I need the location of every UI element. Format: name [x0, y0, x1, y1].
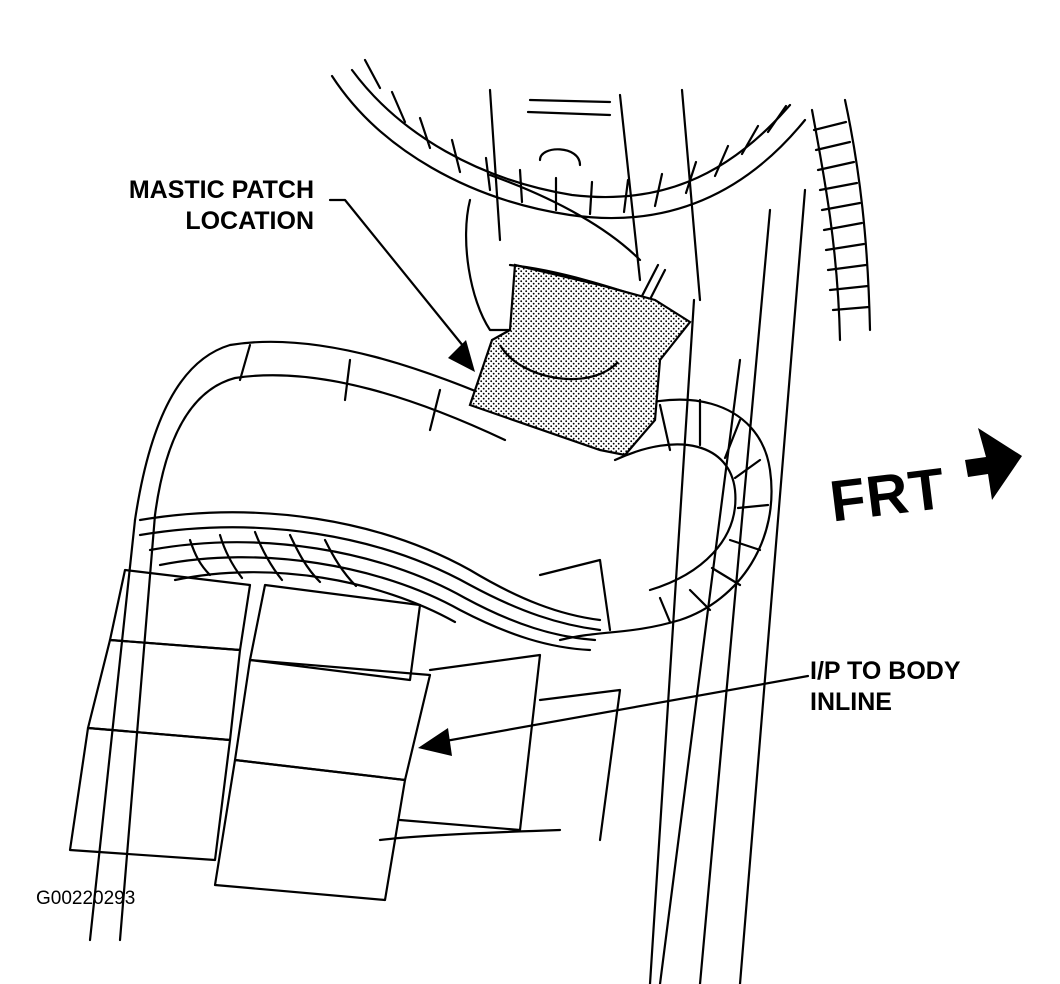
arrow-right-icon: [965, 428, 1022, 500]
mastic-patch: [468, 263, 692, 457]
mastic-leader-line: [328, 198, 470, 354]
front-direction-label: FRT: [826, 455, 950, 535]
figure-id: G00220293: [36, 888, 136, 909]
ip-callout-line2: INLINE: [810, 687, 892, 716]
ip-arrowhead: [418, 728, 452, 756]
mastic-callout-line1: MASTIC PATCH: [128, 176, 314, 204]
wire-bundle: [138, 511, 602, 652]
ip-to-body-callout: I/P TO BODY INLINE: [810, 656, 961, 717]
connector-right: [213, 583, 622, 902]
mastic-arrowhead: [448, 340, 475, 372]
right-tape-harness: [810, 98, 872, 342]
tape-wrap: [538, 398, 773, 642]
mastic-patch-callout: MASTIC PATCH LOCATION: [98, 175, 314, 236]
connector-left: [68, 568, 252, 862]
ip-leader-line: [438, 674, 810, 744]
harness-housing: [88, 340, 522, 942]
mastic-callout-line2: LOCATION: [185, 206, 314, 235]
ip-callout-line1: I/P TO BODY: [810, 657, 961, 685]
body-pillar: [488, 88, 807, 984]
upper-harness-band: [330, 58, 807, 220]
